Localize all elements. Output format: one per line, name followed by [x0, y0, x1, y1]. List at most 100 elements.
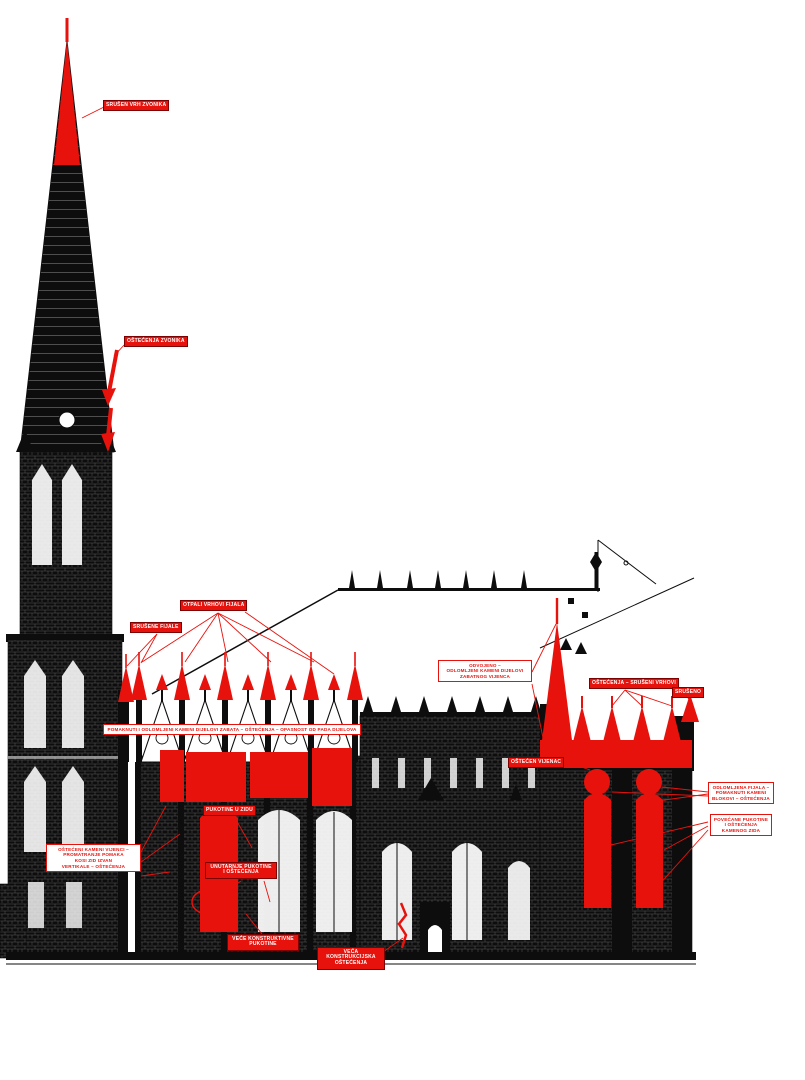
pinnacle-tip-damage: [131, 664, 147, 700]
tower-lancet: [62, 660, 84, 748]
wall-gablet: [418, 778, 444, 800]
eave-pinnacle: [447, 696, 457, 712]
clerestory-slit: [502, 758, 509, 788]
eave-line: [360, 712, 545, 717]
annotation-detached-crown: ODVOJENO – ODLOMLJENI KAMENI DIJELOVI ZA…: [438, 660, 532, 683]
annotation-major-cracks-2: VEĆA KONSTRUKCIJSKA OŠTEĆENJA: [317, 947, 385, 970]
buttress: [178, 762, 184, 958]
right-spire-damage: [539, 622, 575, 764]
roof-mark: [575, 642, 587, 654]
finial-rod: [333, 686, 335, 702]
gable-cap-damage: [242, 674, 254, 690]
annotation-cornice: OŠTEĆEN VIJENAC: [508, 757, 565, 768]
annotation-right-upper: ODLOMLJENA FIJALA – POMAKNUTI KAMENI BLO…: [708, 782, 774, 805]
parapet-pinnacle: [603, 706, 621, 742]
pinnacle-spike: [138, 652, 140, 666]
left-tower: [0, 39, 128, 959]
buttress: [350, 762, 356, 958]
finial-rod: [161, 686, 163, 702]
gable-cap-damage: [156, 674, 168, 690]
finial-rod: [247, 686, 249, 702]
pinnacle-spike: [310, 652, 312, 666]
frieze-damage-block: [312, 748, 352, 806]
eave-pinnacle: [419, 696, 429, 712]
damaged-window: [584, 793, 611, 908]
damage-overlays: [54, 18, 699, 949]
parapet-pinnacle: [663, 706, 681, 742]
parapet-spike: [581, 696, 583, 708]
damage-arrow: [107, 349, 119, 393]
string-course: [8, 756, 122, 759]
pinnacle-tip-damage: [217, 664, 233, 700]
frieze-damage-block: [250, 752, 308, 798]
pinnacle-tip-damage: [260, 664, 276, 700]
crane-hook: [623, 560, 629, 566]
ridge-line: [338, 588, 600, 591]
pinnacle-tip-damage: [347, 664, 363, 700]
pinnacle-spike: [224, 652, 226, 666]
right-pier: [672, 716, 692, 958]
clerestory-slit: [398, 758, 405, 788]
damage-arrowhead: [102, 388, 116, 406]
annotation-spire-top: SRUŠEN VRH ZVONIKA: [103, 100, 170, 111]
parapet-spike: [641, 696, 643, 708]
annex: [0, 883, 27, 959]
clerestory-slit: [424, 758, 431, 788]
right-spire-spike: [555, 598, 559, 624]
annotation-right-lower: POVEĆANE PUKOTINE I OŠTEĆENJA KAMENOG ZI…: [710, 814, 772, 837]
roof-mark: [582, 612, 588, 618]
damaged-oculus: [636, 769, 662, 795]
right-tower-section: [538, 704, 694, 959]
annotation-spire-mid: OŠTEĆENJA ZVONIKA: [124, 336, 188, 347]
ridge-finial: [491, 570, 497, 588]
clerestory-slit: [372, 758, 379, 788]
spire-tip-rod: [65, 18, 69, 42]
leader-lines: [81, 106, 709, 953]
belfry-lancet: [62, 464, 82, 565]
aisle-window: [508, 861, 530, 940]
clerestory-slit: [476, 758, 483, 788]
tower-window: [28, 882, 44, 928]
crane-jib: [597, 539, 657, 585]
corner-pinnacle-damage: [681, 694, 699, 722]
damaged-oculus: [584, 769, 610, 795]
ridge-end-finial-head: [590, 552, 602, 572]
scaffold-line: [539, 577, 695, 649]
roof-mark: [568, 598, 574, 604]
parapet-spike: [671, 696, 673, 708]
frieze-damage-block: [186, 752, 246, 802]
finial-rod: [204, 686, 206, 702]
gable-cap-damage: [199, 674, 211, 690]
annotation-left-box: OŠTEĆENI KAMENI VIJENCI – PROMATRANJE PO…: [46, 844, 141, 872]
tower-lancet: [24, 766, 46, 852]
eave-pinnacle: [363, 696, 373, 712]
annotation-collapsed: SRUŠENO: [672, 687, 705, 698]
ridge-finial: [377, 570, 383, 588]
pinnacle-spike: [181, 652, 183, 666]
right-pier: [612, 770, 632, 958]
annotation-right-tips: OŠTEĆENJA – SRUŠENI VRHOVI: [589, 678, 679, 689]
annotation-gable-band: POMAKNUTI I ODLOMLJENI KAMENI DIJELOVI Z…: [103, 724, 361, 735]
pinnacle-spike: [354, 652, 356, 666]
pinnacle-tip-damage: [303, 664, 319, 700]
frieze-damage-block: [160, 750, 184, 802]
damage-circle: [191, 889, 225, 915]
annotation-interior: UNUTARNJE PUKOTINE I OŠTEĆENJA: [205, 862, 277, 879]
damaged-window: [636, 793, 663, 908]
spire-tip-damage: [54, 40, 80, 165]
ridge-finial: [463, 570, 469, 588]
pinnacle-tip-damage: [118, 666, 134, 702]
ridge-finial: [435, 570, 441, 588]
tower-lancet: [62, 766, 84, 852]
eave-pinnacle: [475, 696, 485, 712]
crack-mark: [397, 902, 408, 949]
damage-arrow: [106, 407, 113, 437]
annotation-wall-cracks: PUKOTINE U ZIDU: [203, 805, 256, 816]
tower-window: [66, 882, 82, 928]
annotation-fallen-finials: SRUŠENE FIJALE: [130, 622, 182, 633]
belfry-pinnacle: [16, 430, 34, 452]
buttress: [307, 762, 313, 958]
gable-cap-damage: [328, 674, 340, 690]
